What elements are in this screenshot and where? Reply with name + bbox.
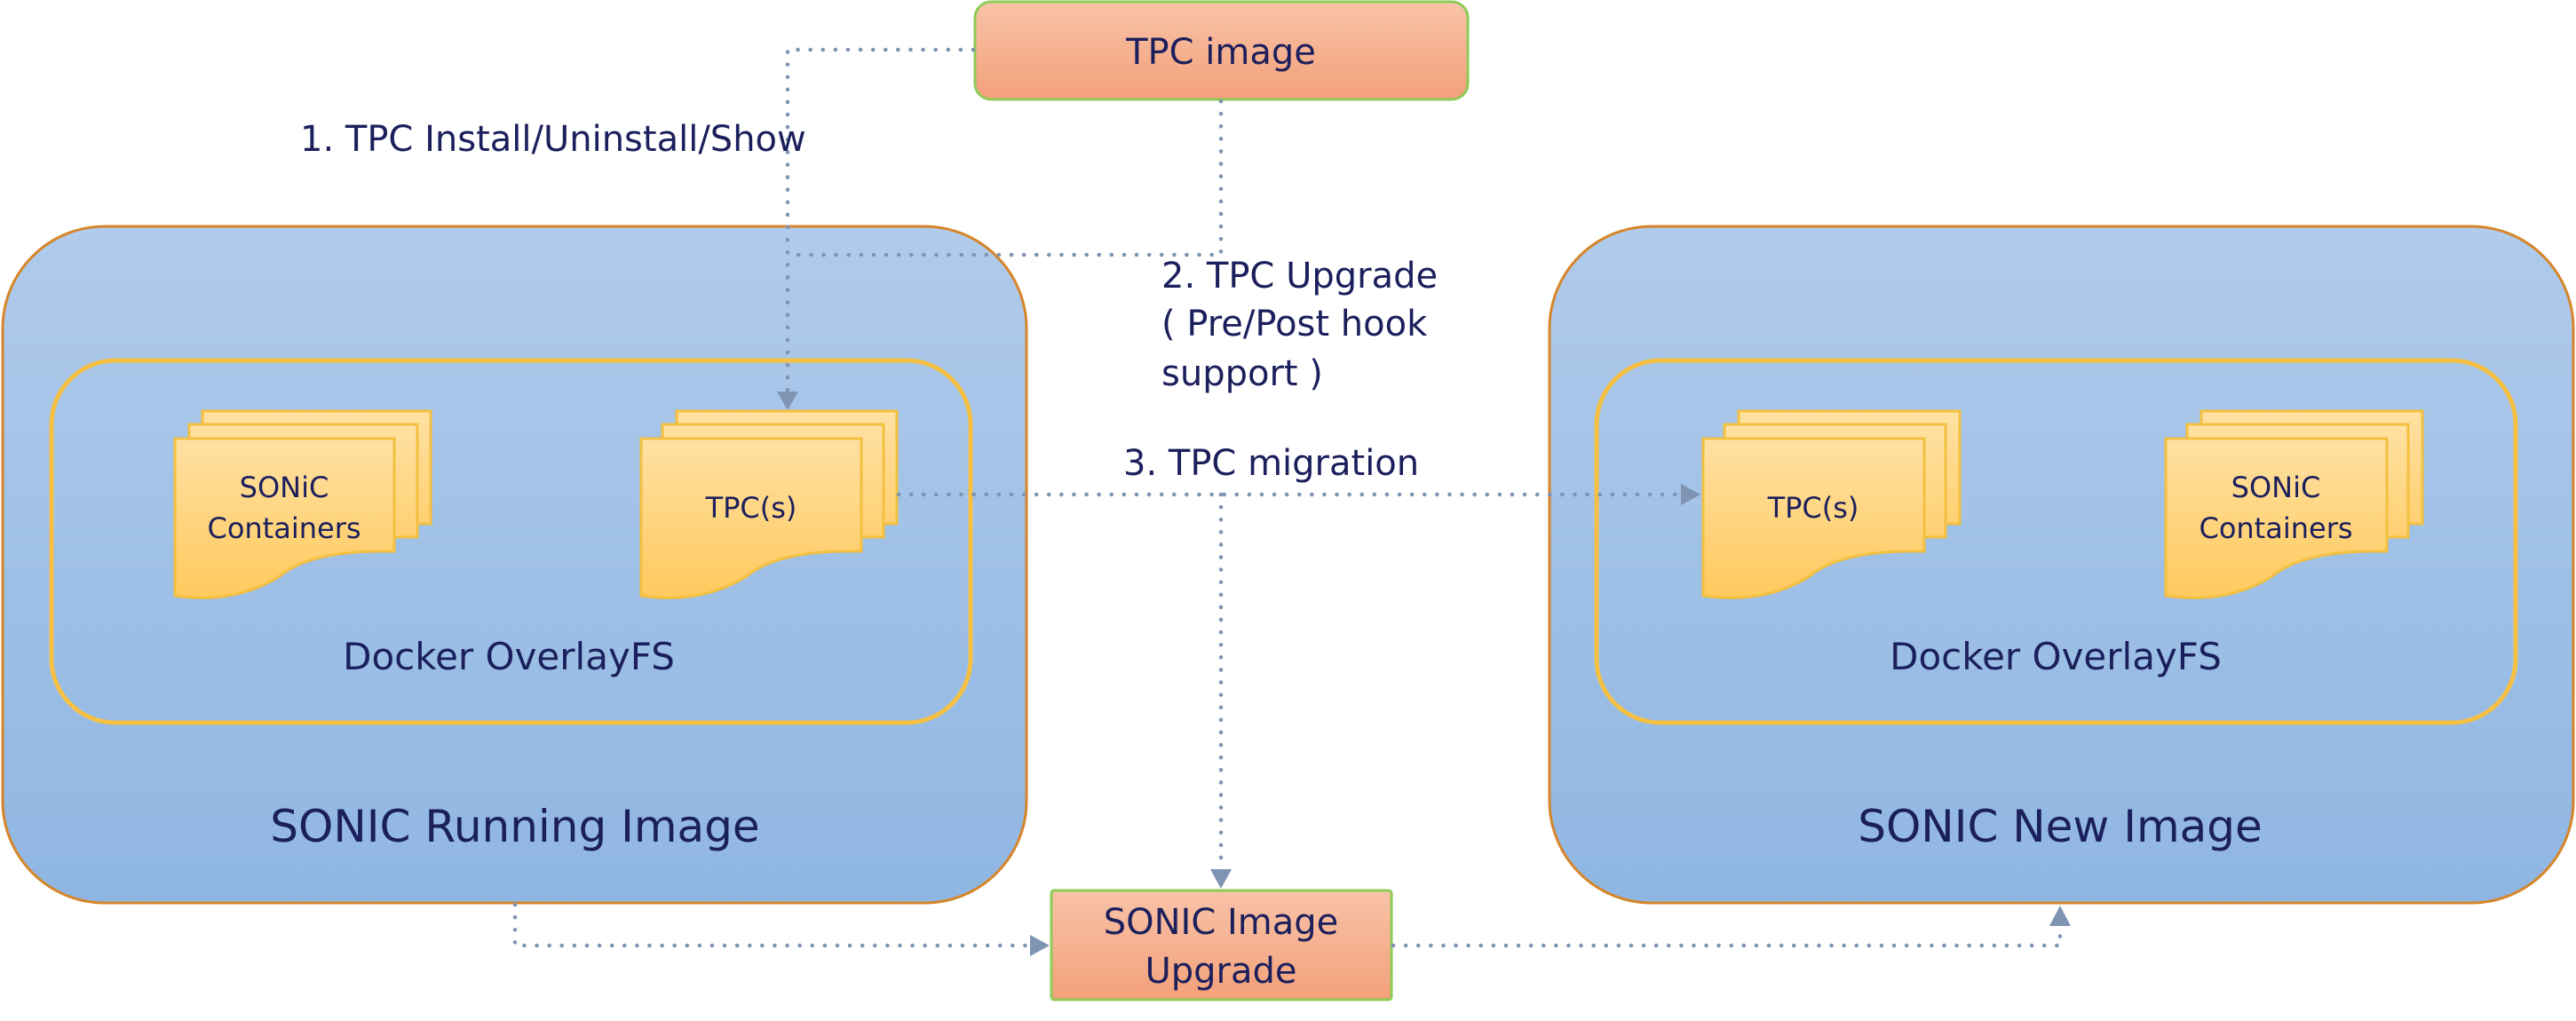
docker-overlayfs-left-label: Docker OverlayFS [343,635,675,678]
connector-upgrade [785,99,1224,257]
sonic-containers-left-doc: SONiC Containers [173,409,432,599]
connector-running-to-upgrade [512,902,1050,956]
tpcs-left-label: TPC(s) [705,491,797,525]
sonic-containers-left-line-1: SONiC [240,471,329,504]
sonic-containers-right-line-2: Containers [2199,511,2352,545]
sonic-new-image-label: SONIC New Image [1858,801,2263,852]
docker-overlayfs-right-box [1594,358,2518,725]
sonic-image-upgrade-line-1: SONIC Image [1104,902,1339,943]
connector-upgrade-to-new [1391,906,2071,948]
sonic-running-image-label: SONIC Running Image [270,801,759,852]
edge-label-upgrade-line-2: ( Pre/Post hook [1161,304,1428,344]
arrowhead-migration [1681,484,1700,505]
arrowhead-upgrade-box [1210,869,1232,889]
arrowhead-upgrade-to-new [2049,906,2071,926]
edge-label-install: 1. TPC Install/Uninstall/Show [300,119,806,160]
arrowhead-running-to-upgrade [1030,935,1050,956]
arrowhead-install [777,392,798,410]
sonic-new-image-box: Docker OverlayFS SONIC New Image [1548,225,2575,905]
tpc-image-box: TPC image [973,0,1470,101]
connector-migration [896,484,1700,505]
connector-migration-to-upgrade [1210,492,1232,889]
tpcs-right-label: TPC(s) [1767,491,1859,525]
connector-install [777,47,976,410]
edge-label-upgrade-line-3: support ) [1161,353,1323,394]
sonic-running-image-box: Docker OverlayFS SONIC Running Image [1,225,1028,905]
sonic-containers-right-doc: SONiC Containers [2164,409,2424,599]
edge-label-upgrade-line-1: 2. TPC Upgrade [1161,256,1438,297]
sonic-containers-left-line-2: Containers [207,511,361,545]
docker-overlayfs-left-box [49,358,973,725]
docker-overlayfs-right-label: Docker OverlayFS [1890,635,2222,678]
tpcs-left-doc: TPC(s) [639,409,899,599]
sonic-image-upgrade-line-2: Upgrade [1145,951,1296,992]
edge-label-migration: 3. TPC migration [1123,443,1419,484]
tpc-image-label: TPC image [1125,32,1316,73]
tpcs-right-doc: TPC(s) [1701,409,1962,599]
sonic-image-upgrade-box: SONIC Image Upgrade [1050,889,1393,1001]
sonic-containers-right-line-1: SONiC [2231,471,2321,504]
